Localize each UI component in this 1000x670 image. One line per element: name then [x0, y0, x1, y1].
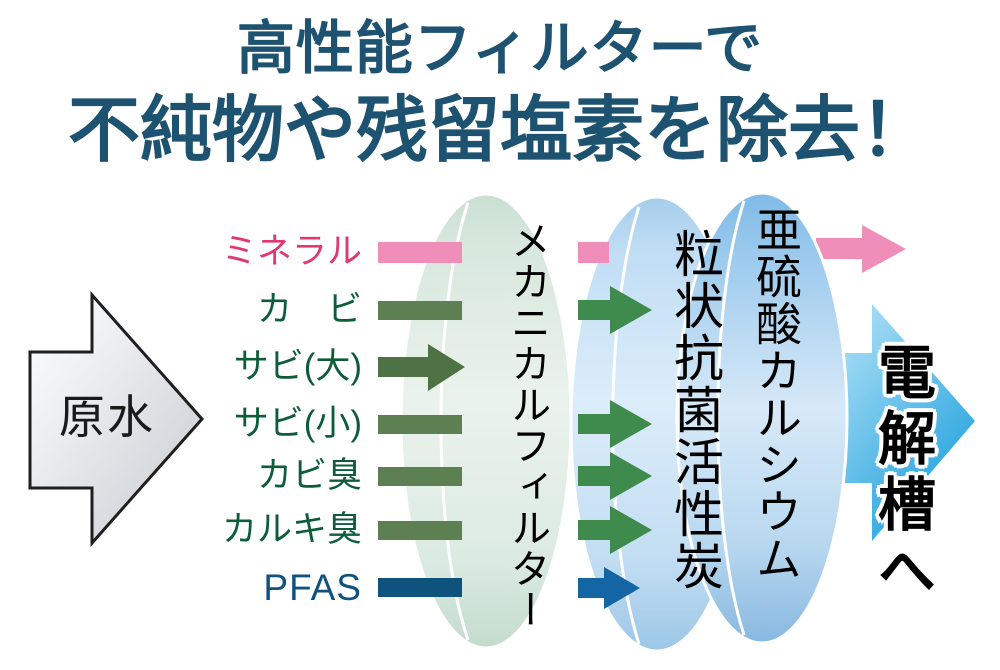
- contaminant-label-mold: カ ビ: [256, 290, 362, 329]
- filter-2-label: 粒状抗菌活性炭: [667, 228, 723, 592]
- pfas-arrow-mid: [578, 567, 640, 609]
- raw-water-arrow: [28, 291, 205, 547]
- mineral-bar-in: [378, 242, 462, 263]
- mold-bar-in: [378, 301, 462, 320]
- electrolysis-output-label: 電解槽へ: [869, 342, 934, 606]
- contaminant-label-chlorine-odor: カルキ臭: [221, 510, 362, 549]
- mineral-arrow-out: [816, 225, 906, 273]
- pfas-bar-in: [378, 578, 462, 597]
- title-line-2: 不純物や残留塩素を除去！: [67, 91, 932, 171]
- mineral-bar-mid: [578, 242, 609, 263]
- contaminant-label-rust-small: サビ(小): [233, 404, 362, 443]
- filter-3-label: 亜硫酸カルシウム: [750, 206, 802, 582]
- raw-water-label: 原水: [59, 391, 155, 443]
- chlorine-odor-bar-in: [378, 521, 462, 540]
- rust-large-arrow-head: [428, 344, 465, 391]
- rust-large-arrow-shaft: [378, 357, 430, 377]
- contaminant-label-mold-odor: カビ臭: [256, 456, 362, 495]
- mold-odor-bar-in: [378, 467, 462, 486]
- contaminant-label-rust-large: サビ(大): [233, 347, 362, 386]
- title-line-1: 高性能フィルターで: [236, 16, 764, 81]
- filter-1-label: メカニカルフィルター: [505, 220, 549, 630]
- mold-arrow-mid: [578, 286, 652, 334]
- contaminant-label-pfas: PFAS: [263, 567, 362, 608]
- filter-3-rim-highlight: [716, 200, 746, 636]
- chlorine-odor-arrow-mid: [578, 506, 652, 554]
- mold-odor-arrow-mid: [578, 452, 652, 500]
- rust-small-arrow-mid: [578, 400, 652, 448]
- contaminant-label-mineral: ミネラル: [221, 232, 362, 271]
- filter-3-cylinder: [675, 191, 849, 645]
- electrolysis-output-arrow: [830, 304, 975, 541]
- rust-small-bar-in: [378, 415, 462, 434]
